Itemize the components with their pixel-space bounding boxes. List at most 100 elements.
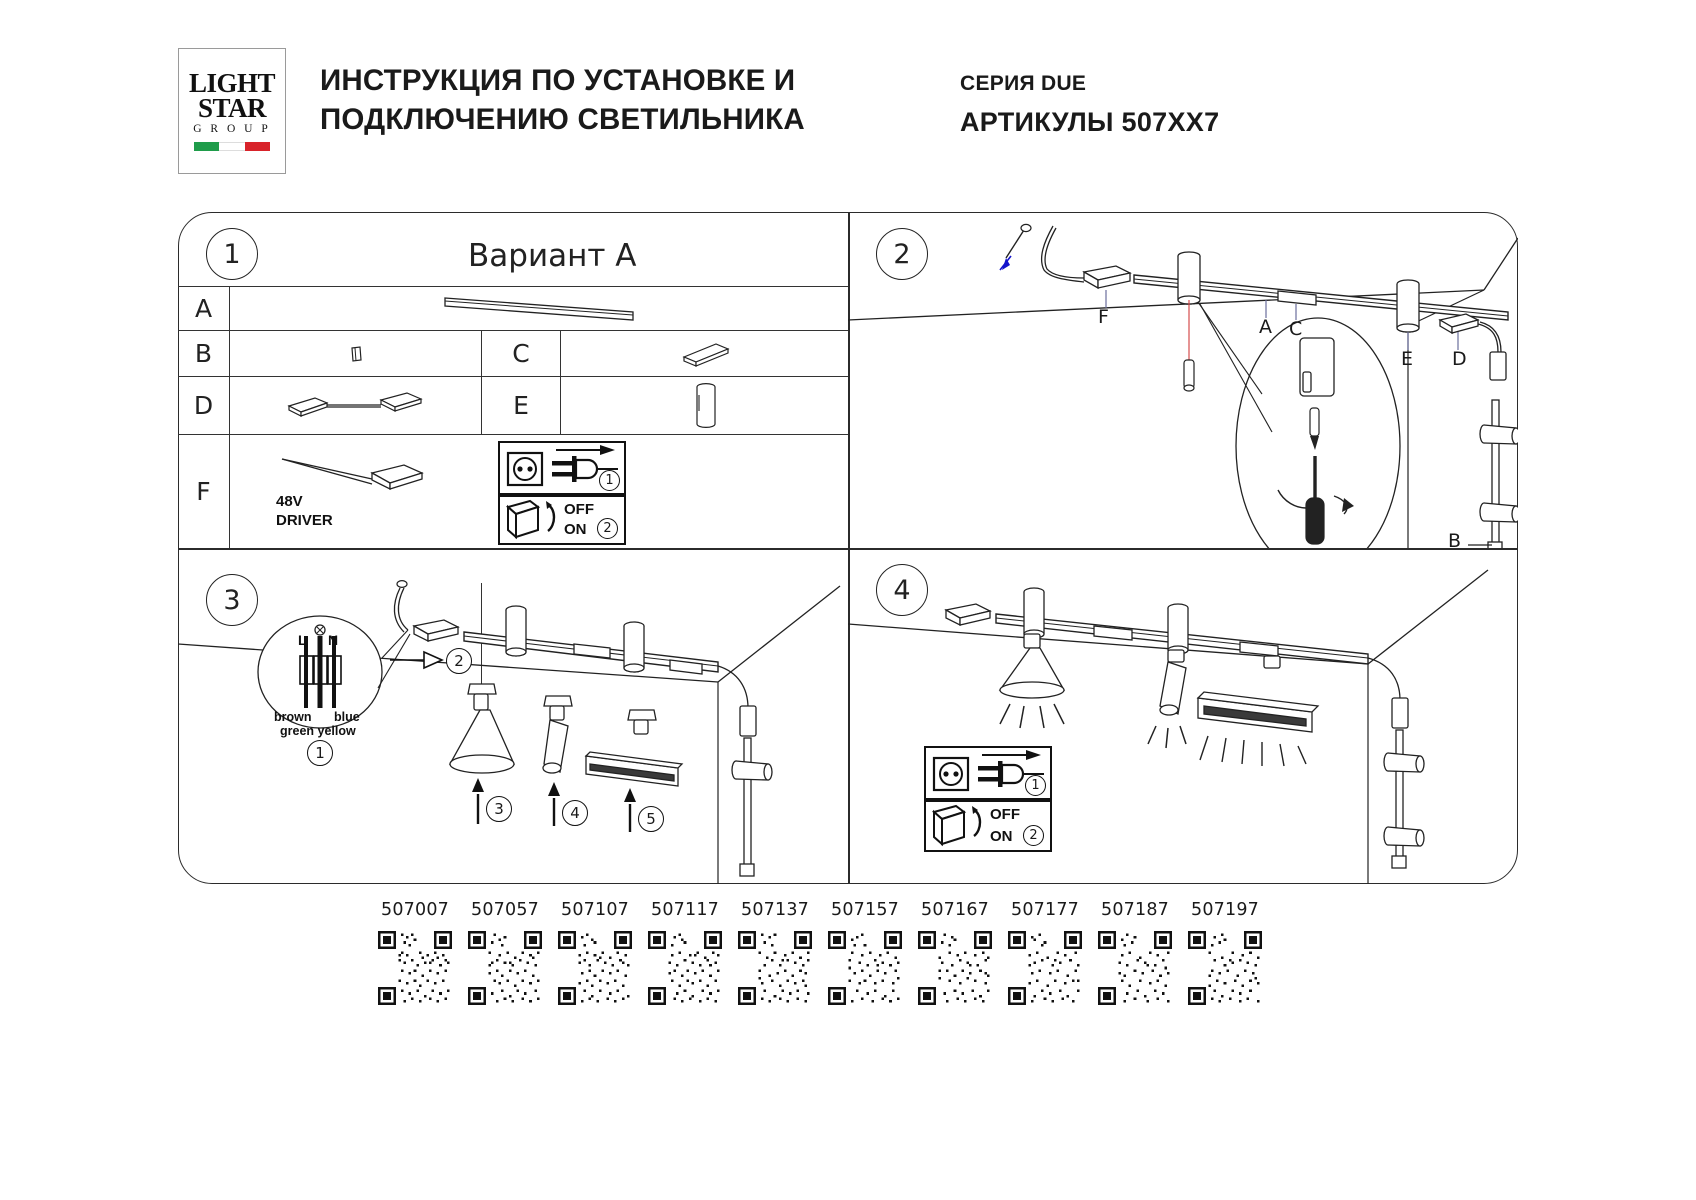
qr-code-1: [468, 931, 542, 1005]
brand-logo: LIGHT STAR G R O U P: [178, 48, 286, 174]
panel-4-plug-step: 1: [1025, 775, 1046, 796]
panel-2-label-a: A: [1259, 316, 1272, 338]
panel-3-badge: 3: [206, 574, 258, 626]
article-item-0: 507007: [356, 900, 474, 1005]
panel-4-badge: 4: [876, 564, 928, 616]
qr-code-0: [378, 931, 452, 1005]
terminal-label-l: L: [298, 632, 307, 648]
panel-3-wiring: 3: [178, 548, 848, 884]
article-number-6: 507167: [920, 900, 989, 920]
article-number-1: 507057: [470, 900, 539, 920]
qr-code-9: [1188, 931, 1262, 1005]
panel-2-label-d: D: [1452, 348, 1467, 370]
part-letter-d: D: [178, 377, 230, 434]
qr-code-3: [648, 931, 722, 1005]
panel-1-parts-table: 1 Вариант А A B: [178, 212, 848, 697]
panel-4-drawing: [848, 569, 1489, 884]
panel-4-wall-switch-icon: [931, 804, 982, 847]
part-letter-f: F: [178, 435, 230, 548]
wire-label-green-yellow: green yellow: [280, 724, 356, 738]
panel-2-label-f: F: [1098, 306, 1109, 328]
panel-3-drawing: [178, 579, 841, 884]
article-item-7: 507177: [986, 900, 1104, 1005]
italian-flag-icon: [194, 142, 270, 152]
article-number-4: 507137: [740, 900, 809, 920]
panel-3-step-4: 4: [562, 800, 588, 826]
table-row-bc: B C: [178, 330, 848, 376]
panel-2-label-c: C: [1289, 318, 1303, 340]
series-label: СЕРИЯ DUE: [960, 72, 1087, 95]
cylinder-adapter-icon: [695, 382, 716, 428]
article-item-8: 507187: [1076, 900, 1194, 1005]
panel-2-label-b-leader: [1468, 544, 1492, 546]
wall-switch-icon: [505, 499, 556, 540]
part-letter-c: C: [481, 331, 561, 376]
switch-symbol: OFF ON 2: [498, 495, 626, 545]
part-image-c-connector: [563, 331, 848, 376]
plug-connection-symbol: 1: [498, 441, 626, 495]
switch-step-number: 2: [597, 518, 618, 539]
small-bracket-icon: [350, 345, 362, 362]
panel-4-finished: 4: [848, 548, 1518, 884]
logo-text-group: G R O U P: [193, 123, 271, 136]
panel-4-socket-plug-icon: [932, 750, 1044, 792]
part-letter-b: B: [178, 331, 230, 376]
panel-2-label-e: E: [1401, 348, 1414, 370]
track-rail-icon: [444, 296, 634, 321]
frame-horizontal-divider: [179, 548, 1517, 550]
article-item-9: 507197: [1166, 900, 1284, 1005]
part-letter-e: E: [481, 377, 561, 434]
panel-2-badge: 2: [876, 228, 928, 280]
page-title: ИНСТРУКЦИЯ ПО УСТАНОВКЕ И ПОДКЛЮЧЕНИЮ СВ…: [320, 64, 805, 136]
page-header: LIGHT STAR G R O U P ИНСТРУКЦИЯ ПО УСТАН…: [0, 0, 1696, 200]
article-item-3: 507117: [626, 900, 744, 1005]
power-driver-icon: [281, 458, 424, 491]
panels-frame: [178, 212, 1518, 884]
part-image-f-driver: [230, 435, 481, 548]
qr-code-6: [918, 931, 992, 1005]
driver-label: DRIVER: [276, 511, 333, 529]
part-letter-a: A: [178, 287, 230, 330]
panel-1-badge: 1: [206, 228, 258, 280]
logo-text-star: STAR: [197, 92, 267, 123]
article-number-0: 507007: [380, 900, 449, 920]
flexible-connector-icon: [286, 391, 423, 417]
panel-3-step-3: 3: [486, 796, 512, 822]
panel-2-label-b: B: [1448, 530, 1462, 548]
panel-3-step-1: 1: [307, 740, 333, 766]
article-item-1: 507057: [446, 900, 564, 1005]
qr-code-8: [1098, 931, 1172, 1005]
article-item-2: 507107: [536, 900, 654, 1005]
article-list: 507007 507057: [178, 900, 1518, 1040]
qr-code-5: [828, 931, 902, 1005]
part-image-e-cylinder: [563, 377, 848, 434]
panel-2-mounting: 2: [848, 212, 1518, 548]
panel-3-step-2: 2: [446, 648, 472, 674]
article-number-5: 507157: [830, 900, 899, 920]
panel-4-plug-symbol: 1: [924, 746, 1052, 800]
panel-3-step-5: 5: [638, 806, 664, 832]
article-number-9: 507197: [1190, 900, 1259, 920]
series-info: СЕРИЯ DUE АРТИКУЛЫ 507XX7: [960, 72, 1380, 138]
wire-label-brown: brown: [274, 710, 312, 724]
part-image-a-track: [230, 287, 848, 330]
article-item-5: 507157: [806, 900, 924, 1005]
article-number-8: 507187: [1100, 900, 1169, 920]
wire-label-blue: blue: [334, 710, 360, 724]
article-label: АРТИКУЛЫ 507XX7: [960, 107, 1220, 137]
part-image-b-bracket: [230, 331, 481, 376]
table-row-de: D E: [178, 376, 848, 434]
article-number-7: 507177: [1010, 900, 1079, 920]
article-number-2: 507107: [560, 900, 629, 920]
article-item-6: 507167: [896, 900, 1014, 1005]
angled-connector-icon: [681, 342, 730, 367]
table-row-f: F 48V DRIVER: [178, 434, 848, 697]
plug-step-number: 1: [599, 470, 620, 491]
panel-2-drawing: [848, 223, 1518, 548]
logo-text-light: LIGHT: [188, 67, 276, 98]
part-image-d-link-cable: [230, 377, 481, 434]
parts-table: A B C: [178, 286, 848, 697]
qr-code-7: [1008, 931, 1082, 1005]
qr-code-4: [738, 931, 812, 1005]
